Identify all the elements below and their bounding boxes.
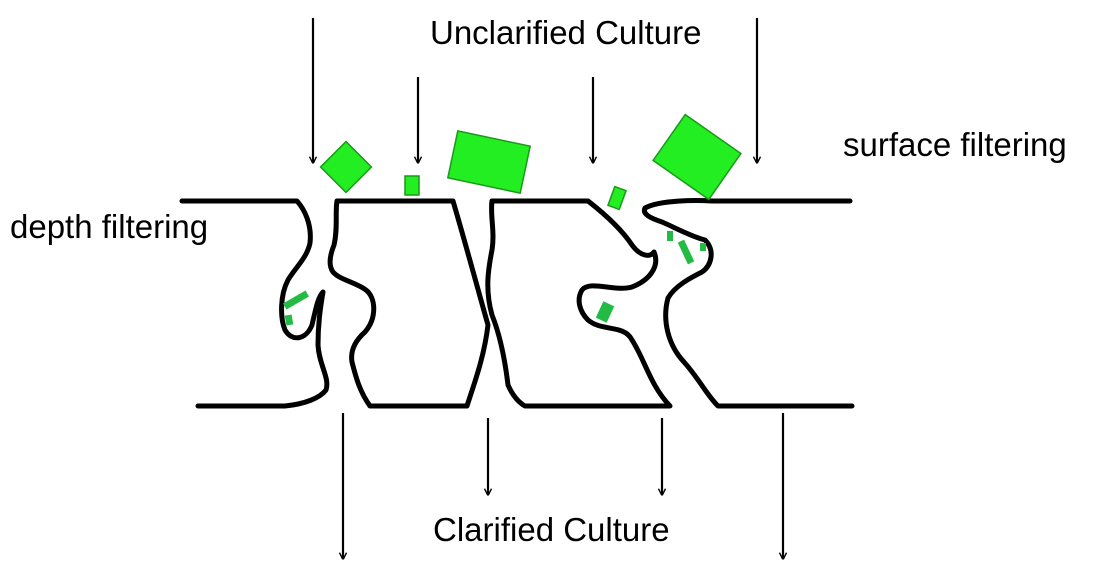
particle — [667, 231, 673, 241]
particle — [606, 185, 628, 211]
particle — [700, 243, 706, 251]
membrane-right-section — [641, 198, 855, 409]
incoming-arrows — [313, 18, 757, 163]
filter-membrane — [179, 198, 855, 409]
outgoing-arrows — [343, 413, 783, 559]
particle — [319, 140, 373, 194]
depth-filtering-label: depth filtering — [10, 208, 209, 245]
particle — [284, 314, 294, 326]
surface-filtering-label: surface filtering — [843, 126, 1067, 163]
unclarified-culture-label: Unclarified Culture — [430, 14, 702, 51]
membrane-left-section — [179, 198, 330, 409]
pore-wall — [485, 198, 673, 409]
particle — [404, 175, 420, 196]
particle — [446, 129, 532, 195]
trapped-particles — [282, 231, 706, 326]
particle — [595, 301, 615, 323]
pore-wall — [327, 198, 491, 409]
particle — [282, 290, 310, 310]
clarified-culture-label: Clarified Culture — [433, 511, 670, 548]
particle — [677, 239, 695, 265]
retained-particles — [319, 113, 742, 211]
particle — [652, 113, 742, 201]
